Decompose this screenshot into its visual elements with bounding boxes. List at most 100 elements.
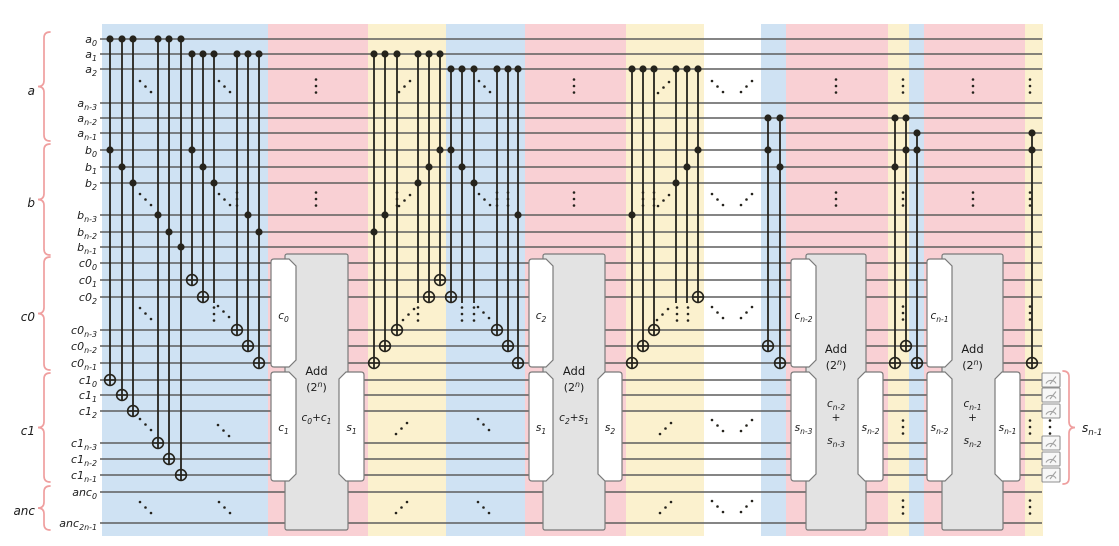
gate-title: Add bbox=[305, 364, 327, 378]
toffoli-column bbox=[444, 65, 458, 304]
control-dot bbox=[370, 50, 378, 58]
gate-input-label: c1 bbox=[278, 422, 289, 436]
vertical-ellipsis-dot bbox=[235, 204, 239, 207]
vertical-ellipsis-dot bbox=[314, 84, 318, 88]
vertical-ellipsis-dot bbox=[572, 204, 576, 207]
gauge-arc bbox=[1045, 442, 1057, 447]
gate-output-label: sn-2 bbox=[862, 422, 880, 436]
vertical-ellipsis-dot bbox=[506, 204, 510, 207]
gate-input-box bbox=[270, 258, 297, 368]
control-dot bbox=[436, 146, 444, 154]
diagonal-ellipsis-dot bbox=[405, 421, 409, 425]
diagonal-ellipsis-dot bbox=[403, 85, 406, 88]
diagonal-ellipsis-dot bbox=[227, 434, 231, 438]
control-dot bbox=[764, 114, 772, 122]
register-label: b bbox=[27, 196, 35, 210]
measurement-gauge bbox=[1041, 451, 1061, 467]
wire-label: c02 bbox=[79, 291, 97, 306]
gate-input-label: cn-1 bbox=[930, 310, 948, 324]
toffoli-column bbox=[470, 65, 478, 303]
gate-title: Add bbox=[961, 342, 983, 356]
vertical-ellipsis-dot bbox=[212, 319, 216, 322]
control-dot bbox=[210, 50, 218, 58]
control-dot bbox=[493, 65, 501, 73]
control-dot bbox=[764, 146, 772, 154]
vertical-ellipsis-dot bbox=[834, 84, 838, 88]
vertical-ellipsis-dot bbox=[901, 499, 905, 502]
control-dot bbox=[414, 50, 422, 58]
control-dot bbox=[514, 65, 522, 73]
vertical-ellipsis-dot bbox=[971, 78, 975, 81]
wire-layer: a0a1a2an-3an-2an-1b0b1b2bn-3bn-2bn-1c00c… bbox=[59, 33, 1042, 532]
vertical-ellipsis-dot bbox=[1028, 419, 1032, 422]
vertical-ellipsis-dot bbox=[971, 84, 975, 88]
toffoli-column bbox=[115, 35, 129, 402]
vertical-ellipsis-dot bbox=[901, 425, 905, 429]
vertical-ellipsis-dot bbox=[1028, 197, 1032, 201]
toffoli-column bbox=[252, 50, 266, 370]
control-dot bbox=[639, 65, 647, 73]
control-dot bbox=[776, 163, 784, 171]
vertical-ellipsis-dot bbox=[834, 78, 838, 81]
gate-sum-label: sn-2 bbox=[964, 435, 982, 449]
control-dot bbox=[165, 228, 173, 236]
toffoli-column bbox=[241, 50, 255, 353]
vertical-ellipsis-dot bbox=[901, 311, 905, 315]
wire-label: a1 bbox=[85, 48, 97, 63]
toffoli-column bbox=[414, 50, 422, 303]
diagonal-ellipsis-dot bbox=[222, 429, 225, 432]
vertical-ellipsis-dot bbox=[1028, 318, 1032, 321]
vertical-ellipsis-dot bbox=[314, 191, 318, 194]
diagonal-ellipsis-dot bbox=[488, 90, 492, 94]
vertical-ellipsis-dot bbox=[901, 505, 905, 509]
vertical-ellipsis-dot bbox=[395, 191, 399, 194]
toffoli-column bbox=[390, 50, 404, 337]
vertical-ellipsis-dot bbox=[1028, 432, 1032, 435]
vertical-ellipsis-dot bbox=[314, 204, 318, 207]
vertical-ellipsis-dot bbox=[901, 78, 905, 81]
vertical-ellipsis-dot bbox=[675, 312, 679, 316]
diagonal-ellipsis-dot bbox=[666, 307, 670, 311]
diagonal-ellipsis-dot bbox=[216, 423, 220, 427]
wire-label: c12 bbox=[79, 405, 97, 420]
diagonal-ellipsis-dot bbox=[482, 311, 485, 314]
diagonal-ellipsis-dot bbox=[476, 417, 480, 421]
gauge-needle bbox=[1049, 471, 1057, 480]
register-brace bbox=[37, 485, 51, 531]
wire-label: a0 bbox=[85, 33, 97, 48]
gate-sum-label: cn-2 bbox=[827, 398, 845, 412]
wire-label: b2 bbox=[85, 177, 97, 192]
diagonal-ellipsis-dot bbox=[144, 423, 147, 426]
diagonal-ellipsis-dot bbox=[394, 432, 398, 436]
vertical-ellipsis-dot bbox=[495, 197, 499, 201]
diagonal-ellipsis-dot bbox=[710, 418, 714, 422]
measurement-gauge bbox=[1041, 435, 1061, 451]
gate-power-label: (2n) bbox=[962, 358, 983, 372]
vertical-ellipsis-dot bbox=[901, 432, 905, 435]
gate-title: Add bbox=[825, 342, 847, 356]
gauge-needle bbox=[1049, 407, 1057, 416]
gate-sum-label: sn-3 bbox=[827, 435, 845, 449]
vertical-ellipsis-dot bbox=[572, 78, 576, 81]
diagonal-ellipsis-dot bbox=[400, 506, 403, 509]
control-dot bbox=[694, 146, 702, 154]
wire-label: an-2 bbox=[77, 112, 97, 127]
control-dot bbox=[458, 65, 466, 73]
vertical-ellipsis-dot bbox=[971, 191, 975, 194]
control-dot bbox=[650, 65, 658, 73]
gate-power-label: (2n) bbox=[826, 358, 847, 372]
toffoli-column bbox=[761, 114, 775, 353]
vertical-ellipsis-dot bbox=[235, 191, 239, 194]
diagonal-ellipsis-dot bbox=[149, 90, 153, 94]
vertical-ellipsis-dot bbox=[1028, 84, 1032, 88]
toffoli-column bbox=[672, 65, 680, 303]
diagonal-ellipsis-dot bbox=[138, 306, 142, 310]
vertical-ellipsis-dot bbox=[652, 197, 656, 201]
gate-sum-label: cn-1 bbox=[963, 398, 981, 412]
toffoli-column bbox=[126, 35, 140, 418]
gate-output-box bbox=[857, 371, 884, 482]
vertical-ellipsis-dot bbox=[1028, 204, 1032, 207]
gate-input-label: sn-2 bbox=[931, 422, 949, 436]
wire-label: bn-2 bbox=[77, 226, 97, 241]
control-dot bbox=[381, 211, 389, 219]
